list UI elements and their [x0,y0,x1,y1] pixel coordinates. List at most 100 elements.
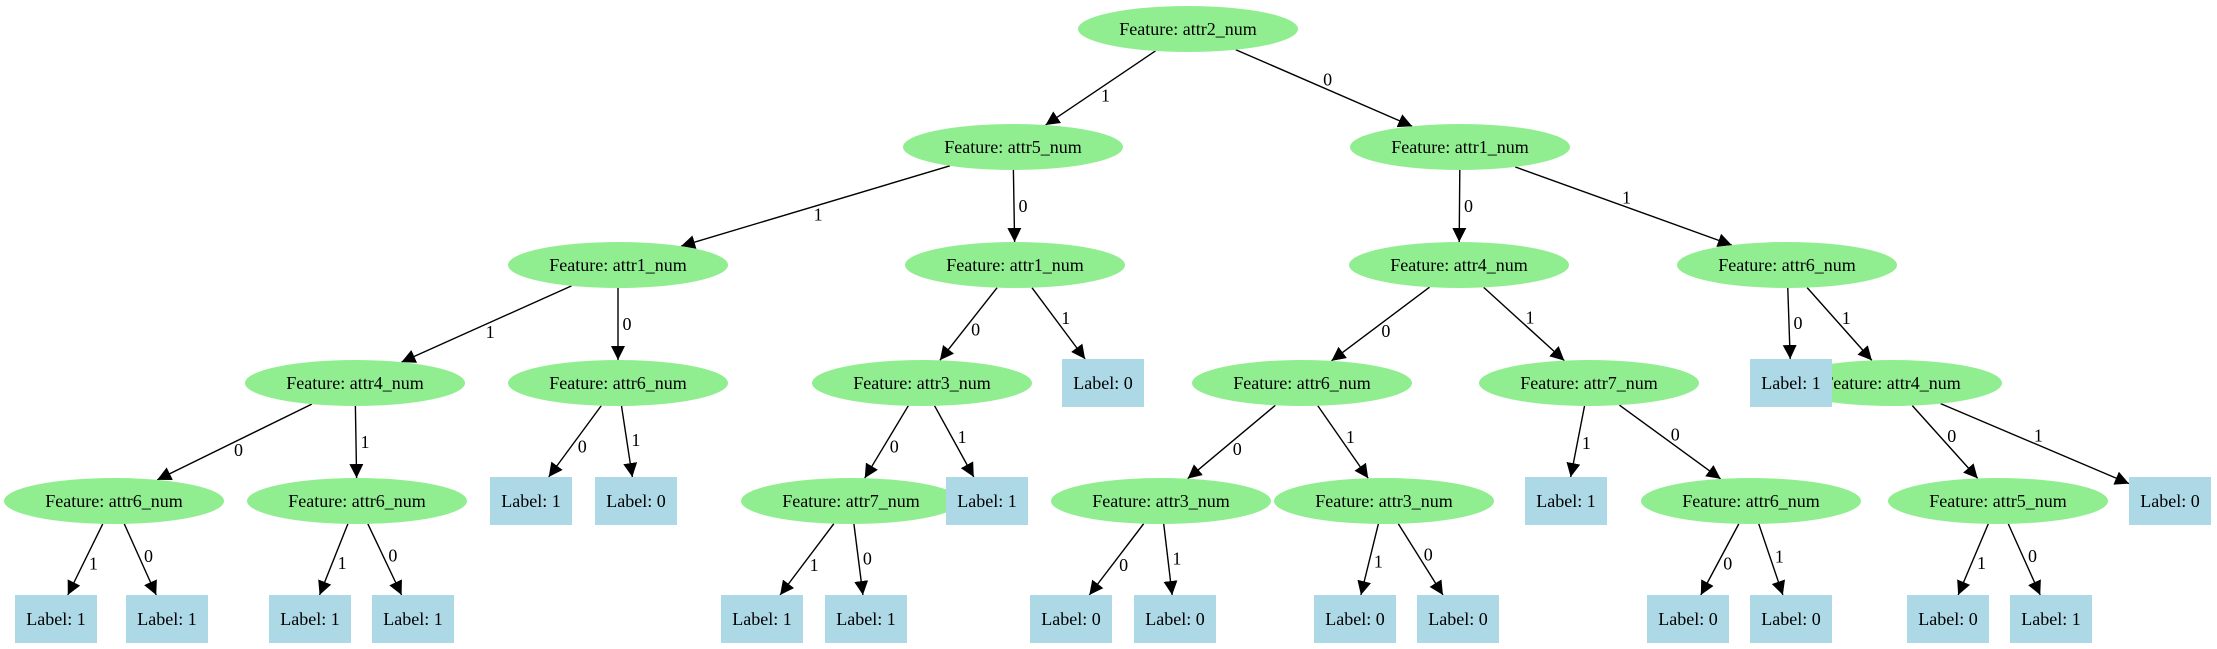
edge-line [1618,404,1722,480]
node-label: Feature: attr5_num [944,137,1081,157]
edge-label: 0 [578,437,587,457]
node-label: Feature: attr3_num [853,373,990,393]
edge-label: 1 [360,432,369,452]
edge-label: 1 [1526,307,1535,327]
edge-line [939,287,998,361]
edge-label: 1 [1775,547,1784,567]
feature-node-n24: Feature: attr6_num [1641,478,1861,524]
node-label: Label: 1 [383,609,442,629]
feature-node-n1: Feature: attr5_num [903,124,1123,170]
edge-n14-n26: 1 [1940,402,2130,485]
leaf-node-n39: Label: 0 [1907,595,1989,643]
leaf-node-n34: Label: 0 [1134,595,1216,643]
edge-line [1911,405,1979,479]
edge-n1-n4: 0 [1007,169,1027,243]
leaf-node-n13: Label: 1 [946,477,1028,525]
edge-n15-n21: 0 [1187,404,1276,480]
edge-n22-n36: 0 [1397,523,1444,596]
edge-label: 0 [890,437,899,457]
node-label: Label: 0 [1918,609,1977,629]
edge-n24-n38: 1 [1758,523,1785,596]
edge-n24-n37: 0 [1700,523,1740,596]
edge-n1-n3: 1 [680,165,951,249]
edge-label: 0 [1018,196,1027,216]
node-label: Feature: attr1_num [549,255,686,275]
edge-label: 1 [814,205,823,225]
edge-n19-n24: 0 [1618,404,1722,480]
edge-label: 1 [1622,188,1631,208]
edge-n21-n33: 0 [1088,523,1145,596]
leaf-node-shape [126,595,208,643]
node-label: Label: 0 [1325,609,1384,629]
feature-node-n25: Feature: attr5_num [1888,478,2108,524]
feature-node-shape [245,360,465,406]
leaf-node-shape [1647,595,1729,643]
edge-label: 0 [234,440,243,460]
edge-n3-n6: 0 [611,288,632,360]
edge-label: 0 [2028,546,2037,566]
leaf-node-shape [1314,595,1396,643]
edge-n12-n31: 1 [779,523,835,596]
edge-line [1317,405,1369,479]
node-label: Feature: attr3_num [1092,491,1229,511]
edge-line [1187,404,1276,480]
node-label: Feature: attr6_num [1233,373,1370,393]
node-label: Label: 0 [1761,609,1820,629]
feature-node-shape [1192,360,1412,406]
node-label: Label: 0 [1041,609,1100,629]
node-label: Feature: attr7_num [1520,373,1657,393]
node-label: Label: 1 [836,609,895,629]
node-label: Label: 1 [2021,609,2080,629]
edge-line [1806,287,1873,361]
edge-label: 1 [1061,308,1070,328]
node-label: Feature: attr1_num [946,255,1083,275]
edge-line [680,165,951,249]
edge-n16-n30: 0 [367,523,403,596]
node-label: Label: 1 [137,609,196,629]
edge-line [156,403,313,481]
feature-node-shape [1274,478,1494,524]
edge-label: 1 [89,553,98,573]
edge-label: 1 [1101,85,1110,105]
edge-n25-n39: 1 [1957,523,1989,596]
feature-node-n21: Feature: attr3_num [1051,478,1271,524]
edge-line [853,523,869,596]
edge-line [620,405,638,478]
node-label: Feature: attr6_num [45,491,182,511]
feature-node-shape [1677,242,1897,288]
leaf-node-shape [2010,595,2092,643]
edge-label: 0 [1723,554,1732,574]
feature-node-shape [4,478,224,524]
feature-node-shape [1051,478,1271,524]
edge-label: 1 [2034,425,2043,445]
leaf-node-n28: Label: 1 [126,595,208,643]
edge-n9-n13: 1 [933,405,975,478]
edge-line [1566,405,1586,478]
leaf-node-n31: Label: 1 [721,595,803,643]
feature-node-shape [247,478,467,524]
leaf-node-n35: Label: 0 [1314,595,1396,643]
edge-n8-n20: 0 [1782,287,1802,360]
edge-n2-n8: 1 [1514,166,1733,247]
edge-n6-n17: 0 [548,405,602,478]
node-label: Label: 1 [1761,373,1820,393]
edge-label: 0 [144,546,153,566]
edge-n5-n16: 1 [349,405,369,479]
feature-node-shape [508,242,728,288]
leaf-node-shape [1134,595,1216,643]
edge-line [367,523,403,596]
feature-node-shape [1641,478,1861,524]
feature-node-n0: Feature: attr2_num [1078,6,1298,52]
node-label: Label: 0 [2140,491,2199,511]
leaf-node-n38: Label: 0 [1750,595,1832,643]
leaf-node-n23: Label: 1 [1525,477,1607,525]
leaf-node-shape [721,595,803,643]
edge-line [1397,523,1444,596]
node-label: Feature: attr5_num [1929,491,2066,511]
edge-label: 1 [486,322,495,342]
edge-label: 1 [1842,308,1851,328]
edge-n22-n35: 1 [1357,523,1383,596]
edge-label: 1 [1346,427,1355,447]
edge-label: 0 [623,314,632,334]
